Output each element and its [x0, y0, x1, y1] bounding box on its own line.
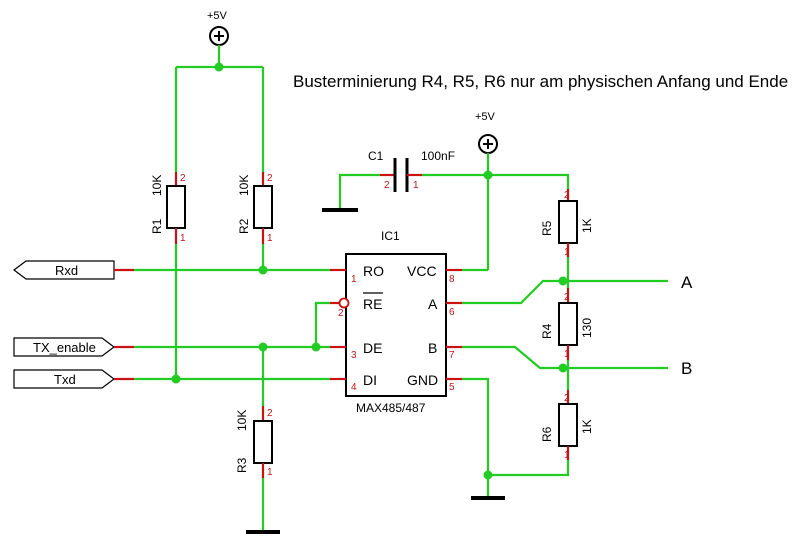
- svg-text:7: 7: [449, 350, 455, 361]
- svg-text:1K: 1K: [580, 419, 594, 434]
- svg-text:R6: R6: [540, 426, 554, 442]
- resistor-r2: 2 1 10K R2: [237, 67, 273, 244]
- svg-text:2: 2: [267, 173, 273, 184]
- svg-text:2: 2: [384, 180, 390, 191]
- svg-text:R3: R3: [235, 457, 249, 473]
- svg-text:VCC: VCC: [407, 263, 437, 279]
- svg-text:RE: RE: [363, 296, 382, 312]
- capacitor-c1: C1 100nF 2 1: [322, 149, 488, 212]
- svg-text:10K: 10K: [235, 410, 249, 431]
- svg-text:2: 2: [338, 308, 344, 319]
- resistor-r4: 2 1 R4 130: [540, 288, 594, 360]
- ic-max485: IC1 MAX485/487 1 RO 2 RE 3 DE 4 DI 8 VCC…: [330, 229, 462, 415]
- svg-text:2: 2: [564, 190, 570, 201]
- svg-text:DI: DI: [363, 372, 377, 388]
- svg-text:B: B: [428, 340, 437, 356]
- svg-text:1: 1: [180, 233, 186, 244]
- ic-part: MAX485/487: [356, 401, 426, 415]
- svg-text:TX_enable: TX_enable: [33, 340, 96, 355]
- svg-text:1: 1: [564, 450, 570, 461]
- svg-text:1: 1: [564, 247, 570, 258]
- svg-text:2: 2: [564, 292, 570, 303]
- port-tx-enable: TX_enable: [13, 337, 134, 357]
- svg-text:RO: RO: [363, 263, 384, 279]
- svg-text:2: 2: [564, 393, 570, 404]
- svg-text:5: 5: [449, 382, 455, 393]
- port-txd: Txd: [13, 369, 134, 389]
- svg-text:R1: R1: [150, 218, 164, 234]
- svg-text:4: 4: [351, 382, 357, 393]
- resistor-r3: 2 1 10K R3: [235, 347, 273, 478]
- svg-text:+5V: +5V: [207, 10, 228, 22]
- svg-text:Rxd: Rxd: [55, 263, 78, 278]
- svg-text:10K: 10K: [150, 175, 164, 196]
- svg-text:2: 2: [267, 408, 273, 419]
- supply-5v-left: +5V: [207, 10, 229, 67]
- svg-text:DE: DE: [363, 340, 382, 356]
- svg-text:1: 1: [564, 349, 570, 360]
- svg-text:1: 1: [351, 274, 357, 285]
- bus-b-label: B: [681, 359, 692, 378]
- bus-a-label: A: [681, 273, 693, 292]
- svg-text:1: 1: [267, 233, 273, 244]
- svg-text:+5V: +5V: [475, 111, 496, 123]
- ic-ref: IC1: [381, 229, 400, 243]
- svg-text:GND: GND: [407, 372, 438, 388]
- svg-text:C1: C1: [368, 149, 384, 163]
- svg-text:2: 2: [180, 173, 186, 184]
- resistor-r1: 2 1 10K R1: [150, 67, 186, 244]
- svg-text:1: 1: [267, 467, 273, 478]
- svg-text:10K: 10K: [237, 175, 251, 196]
- resistor-r6: 2 1 R6 1K: [540, 390, 594, 461]
- schematic-title: Busterminierung R4, R5, R6 nur am physis…: [293, 72, 788, 91]
- svg-text:1: 1: [413, 180, 419, 191]
- svg-text:R5: R5: [540, 220, 554, 236]
- svg-text:1K: 1K: [580, 218, 594, 233]
- svg-text:Txd: Txd: [54, 372, 76, 387]
- svg-text:A: A: [428, 296, 438, 312]
- svg-text:130: 130: [580, 318, 594, 338]
- supply-5v-right: +5V: [475, 111, 498, 175]
- svg-text:100nF: 100nF: [421, 149, 455, 163]
- svg-text:R2: R2: [237, 218, 251, 234]
- resistor-r5: 2 1 R5 1K: [540, 189, 594, 258]
- port-rxd: Rxd: [13, 260, 134, 280]
- svg-text:8: 8: [449, 274, 455, 285]
- svg-text:6: 6: [449, 307, 455, 318]
- svg-text:3: 3: [351, 350, 357, 361]
- svg-text:R4: R4: [540, 323, 554, 339]
